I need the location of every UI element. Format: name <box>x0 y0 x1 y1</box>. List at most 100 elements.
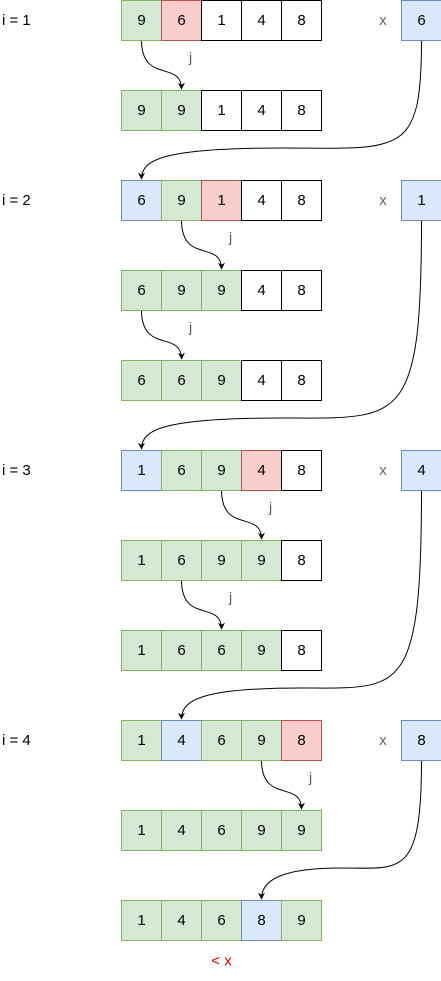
final-row-cell-value-3: 8 <box>257 912 265 929</box>
shift-arrow-2 <box>141 309 185 360</box>
final-row-cell-value-1: 4 <box>177 912 185 929</box>
pass-4-row-1-cell-value-4: 9 <box>297 822 305 839</box>
pass-4-row-0-cell-value-0: 1 <box>137 732 145 749</box>
pass-1-row-1-cell-value-3: 4 <box>257 102 265 119</box>
final-row-cell-3 <box>241 900 282 941</box>
final-row-cell-value-2: 6 <box>217 912 225 929</box>
pass-label-1: i = 1 <box>2 12 31 29</box>
pass-2-row-1-cell-1 <box>161 270 202 311</box>
pass-3-row-2-cell-value-0: 1 <box>137 642 145 659</box>
arrow-layer <box>138 39 422 900</box>
pass-2-row-0-cell-value-0: 6 <box>137 192 145 209</box>
pass-3-row-0-cell-4 <box>281 450 322 491</box>
pass-2-row-0-cell-value-3: 4 <box>257 192 265 209</box>
pass-3-row-0-cell-value-3: 4 <box>257 462 265 479</box>
pass-1-row-0-cell-4 <box>281 0 322 41</box>
pass-4-row-1-cell-value-3: 9 <box>257 822 265 839</box>
final-row-cell-4 <box>281 900 322 941</box>
x-variable-label: x <box>379 12 387 29</box>
j-label: j <box>188 49 192 65</box>
shift-arrow-5 <box>261 759 305 810</box>
x-value-box <box>401 450 441 491</box>
pass-2-row-0-cell-2 <box>201 180 242 221</box>
x-value-box <box>401 720 441 761</box>
pass-1-row-0-cell-value-2: 1 <box>217 12 225 29</box>
shift-arrow-4 <box>181 579 225 630</box>
pass-1-row-0-cell-value-1: 6 <box>177 12 185 29</box>
pass-3-row-0-cell-1 <box>161 450 202 491</box>
pass-4-row-0-cell-0 <box>121 720 162 761</box>
x-value: 6 <box>417 12 425 29</box>
pass-2-row-2-cell-value-4: 8 <box>297 372 305 389</box>
shift-arrow-0 <box>141 39 185 90</box>
pass-1-row-1-cell-0 <box>121 90 162 131</box>
insert-arrow-3 <box>178 489 422 720</box>
pass-1-row-1-cell-value-2: 1 <box>217 102 225 119</box>
pass-2-row-1-cell-2 <box>201 270 242 311</box>
pass-4-row-0-cell-3 <box>241 720 282 761</box>
x-value: 1 <box>417 192 425 209</box>
pass-1-row-0-cell-value-3: 4 <box>257 12 265 29</box>
x-variable-label: x <box>379 192 387 209</box>
pass-2-row-2-cell-0 <box>121 360 162 401</box>
pass-2-row-2-cell-value-1: 6 <box>177 372 185 389</box>
pass-3-row-2-cell-1 <box>161 630 202 671</box>
pass-3-row-0-cell-value-4: 8 <box>297 462 305 479</box>
final-row-cell-0 <box>121 900 162 941</box>
pass-2-row-2-cell-value-0: 6 <box>137 372 145 389</box>
label-layer: i = 1 x 6 9 6 1 4 8 9 9 1 4 8 i = 2 x 1 6 9 1 4 8 6 9 9 4 8 6 6 9 4 8 i… <box>2 12 426 970</box>
pass-4-row-0-cell-value-4: 8 <box>297 732 305 749</box>
pass-1-row-1-cell-value-0: 9 <box>137 102 145 119</box>
pass-2-row-1-cell-4 <box>281 270 322 311</box>
pass-2-row-0-cell-value-4: 8 <box>297 192 305 209</box>
final-note: < x <box>211 953 232 970</box>
final-row-cell-2 <box>201 900 242 941</box>
pass-2-row-0-cell-3 <box>241 180 282 221</box>
pass-label-2: i = 2 <box>2 192 31 209</box>
pass-2-row-0-cell-4 <box>281 180 322 221</box>
final-row-cell-value-0: 1 <box>137 912 145 929</box>
pass-1-row-1-cell-2 <box>201 90 242 131</box>
j-label: j <box>228 589 232 605</box>
pass-1-row-0-cell-value-0: 9 <box>137 12 145 29</box>
pass-2-row-1-cell-0 <box>121 270 162 311</box>
pass-3-row-2-cell-value-3: 9 <box>257 642 265 659</box>
pass-2-row-2-cell-4 <box>281 360 322 401</box>
pass-2-row-1-cell-value-3: 4 <box>257 282 265 299</box>
pass-4-row-0-cell-2 <box>201 720 242 761</box>
pass-3-row-2-cell-4 <box>281 630 322 671</box>
pass-2-row-1-cell-value-0: 6 <box>137 282 145 299</box>
pass-4-row-0-cell-value-3: 9 <box>257 732 265 749</box>
pass-3-row-1-cell-0 <box>121 540 162 581</box>
pass-1-row-1-cell-4 <box>281 90 322 131</box>
j-label: j <box>188 319 192 335</box>
pass-4-row-1-cell-4 <box>281 810 322 851</box>
pass-3-row-1-cell-value-2: 9 <box>217 552 225 569</box>
pass-2-row-2-cell-1 <box>161 360 202 401</box>
pass-1-row-1-cell-value-4: 8 <box>297 102 305 119</box>
pass-3-row-2-cell-0 <box>121 630 162 671</box>
pass-1-row-0-cell-value-4: 8 <box>297 12 305 29</box>
shift-arrow-3 <box>221 489 265 540</box>
pass-3-row-1-cell-value-1: 6 <box>177 552 185 569</box>
pass-2-row-2-cell-value-2: 9 <box>217 372 225 389</box>
pass-2-row-2-cell-value-3: 4 <box>257 372 265 389</box>
pass-4-row-1-cell-value-0: 1 <box>137 822 145 839</box>
x-value-box <box>401 180 441 221</box>
pass-3-row-0-cell-value-2: 9 <box>217 462 225 479</box>
pass-3-row-0-cell-value-0: 1 <box>137 462 145 479</box>
x-value-box <box>401 0 441 41</box>
pass-2-row-1-cell-value-1: 9 <box>177 282 185 299</box>
pass-3-row-1-cell-value-0: 1 <box>137 552 145 569</box>
x-variable-label: x <box>379 732 387 749</box>
final-row-cell-value-4: 9 <box>297 912 305 929</box>
pass-4-row-1-cell-1 <box>161 810 202 851</box>
pass-3-row-1-cell-value-3: 9 <box>257 552 265 569</box>
pass-3-row-2-cell-value-1: 6 <box>177 642 185 659</box>
pass-label-3: i = 3 <box>2 462 31 479</box>
x-value: 4 <box>417 462 425 479</box>
pass-4-row-1-cell-3 <box>241 810 282 851</box>
insert-arrow-4 <box>258 759 422 900</box>
pass-2-row-1-cell-3 <box>241 270 282 311</box>
